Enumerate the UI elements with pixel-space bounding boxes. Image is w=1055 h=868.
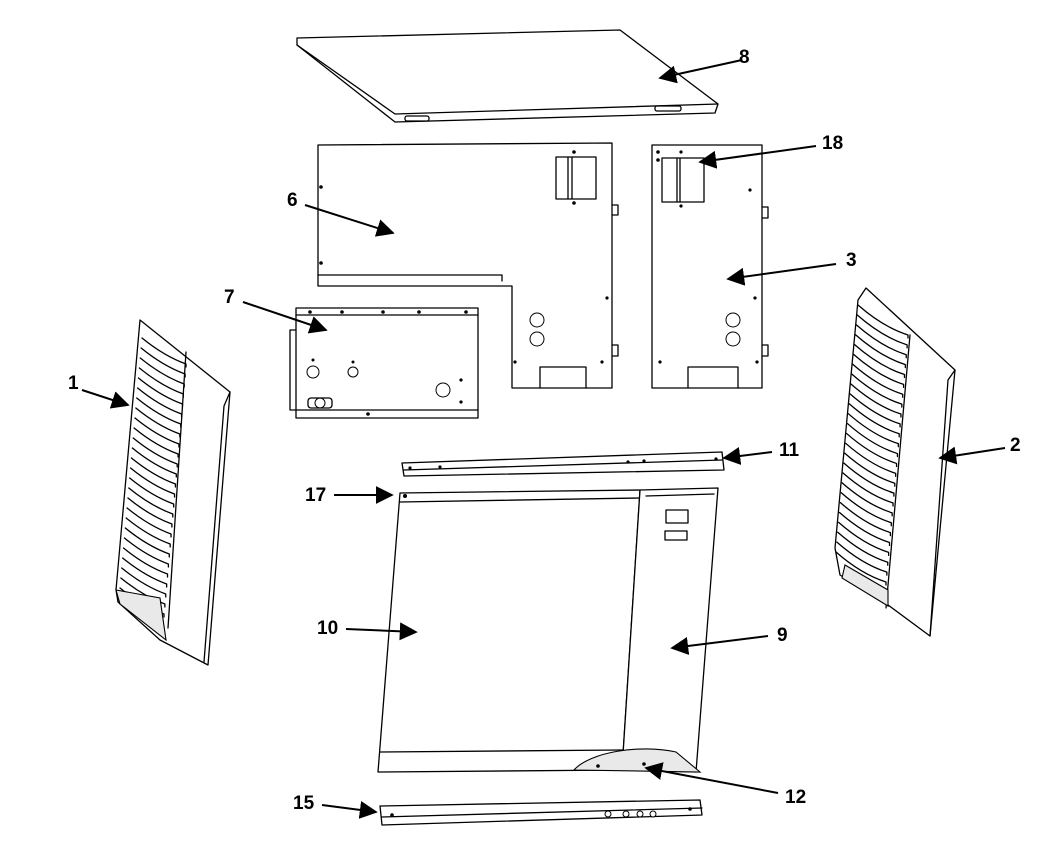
- part-1-left-louvered-panel: [115, 319, 231, 666]
- louver-slat: [123, 537, 170, 568]
- louver-slat: [127, 497, 173, 528]
- callout-7: 7: [224, 287, 235, 308]
- arrow-9: [670, 635, 769, 655]
- callout-1: 1: [68, 373, 79, 394]
- arrow-18: [698, 145, 817, 169]
- louver-slat: [121, 567, 167, 598]
- louver-slat: [855, 324, 907, 359]
- callout-12: 12: [785, 787, 807, 808]
- callout-10: 10: [317, 618, 339, 639]
- part-2-right-louvered-panel: [834, 287, 956, 637]
- louver-slat: [845, 432, 898, 468]
- louver-slat: [851, 373, 903, 408]
- louver-slat: [139, 357, 185, 388]
- louver-slat: [842, 472, 894, 507]
- arrow-1: [81, 389, 130, 409]
- callout-8: 8: [739, 47, 750, 68]
- louver-slat: [847, 413, 899, 448]
- louver-slat: [853, 343, 906, 379]
- louver-slat: [124, 527, 170, 558]
- callout-2: 2: [1010, 435, 1021, 456]
- louver-slat: [837, 531, 889, 566]
- arrow-12: [644, 762, 779, 794]
- louver-slat: [838, 511, 891, 547]
- louver-slat: [130, 457, 177, 488]
- louver-slat: [138, 367, 185, 398]
- louver-slat: [131, 447, 177, 478]
- part-11-top-rail: [401, 451, 725, 477]
- callout-17: 17: [305, 485, 327, 506]
- louver-slat: [845, 442, 897, 477]
- louver-slat: [134, 417, 180, 448]
- callout-18: 18: [822, 133, 844, 154]
- louver-slat: [852, 353, 905, 389]
- part-12-bottom-trim: [572, 748, 702, 773]
- louver-slat: [136, 397, 182, 428]
- arrow-2: [938, 446, 1006, 465]
- louver-slat: [141, 337, 187, 368]
- louver-slat: [125, 517, 171, 548]
- louver-slat: [129, 467, 176, 498]
- leader-arrows: [81, 59, 1006, 819]
- callout-15: 15: [293, 793, 315, 814]
- louver-slat: [856, 314, 908, 349]
- callout-9: 9: [777, 625, 788, 646]
- louver-slat: [841, 482, 893, 517]
- arrow-10: [345, 622, 418, 641]
- louver-slat: [854, 333, 907, 369]
- louver-slat: [132, 437, 178, 468]
- louver-slat: [836, 541, 888, 576]
- louver-slat: [843, 462, 895, 497]
- arrow-7: [242, 301, 328, 334]
- arrow-15: [321, 800, 378, 819]
- louver-slat: [133, 427, 179, 458]
- louver-slat: [849, 393, 901, 428]
- louver-slat: [129, 477, 175, 508]
- callout-11: 11: [779, 440, 800, 461]
- louver-slat: [848, 403, 900, 438]
- part-7-control-box-cover: [289, 307, 479, 419]
- louver-slat: [839, 501, 892, 537]
- louvers: [835, 304, 909, 586]
- louver-slat: [835, 551, 887, 586]
- louver-slat: [837, 521, 890, 557]
- arrow-11: [722, 447, 773, 465]
- part-18-bracket: [661, 150, 705, 208]
- louver-slat: [136, 387, 183, 418]
- arrow-8: [658, 59, 743, 84]
- louver-slat: [857, 304, 909, 339]
- louver-slat: [852, 363, 904, 398]
- arrow-3: [726, 263, 837, 286]
- louver-slat: [840, 492, 892, 527]
- louver-slat: [844, 452, 896, 487]
- louvers: [119, 337, 187, 618]
- part-8-top-panel: [296, 29, 719, 123]
- louver-slat: [850, 383, 902, 418]
- louver-slat: [846, 422, 899, 458]
- louver-slat: [135, 407, 181, 438]
- callout-3: 3: [846, 250, 857, 271]
- louver-slat: [122, 547, 169, 578]
- louver-slat: [137, 377, 184, 408]
- part-10-front-panel: [377, 489, 641, 773]
- louver-slat: [121, 557, 168, 588]
- arrow-6: [304, 204, 395, 237]
- louver-slat: [140, 347, 186, 378]
- louver-slat: [126, 507, 172, 538]
- part-6-back-panel: [317, 142, 619, 389]
- part-15-bottom-rail: [379, 799, 703, 826]
- callout-6: 6: [287, 190, 298, 211]
- louver-slat: [128, 487, 174, 518]
